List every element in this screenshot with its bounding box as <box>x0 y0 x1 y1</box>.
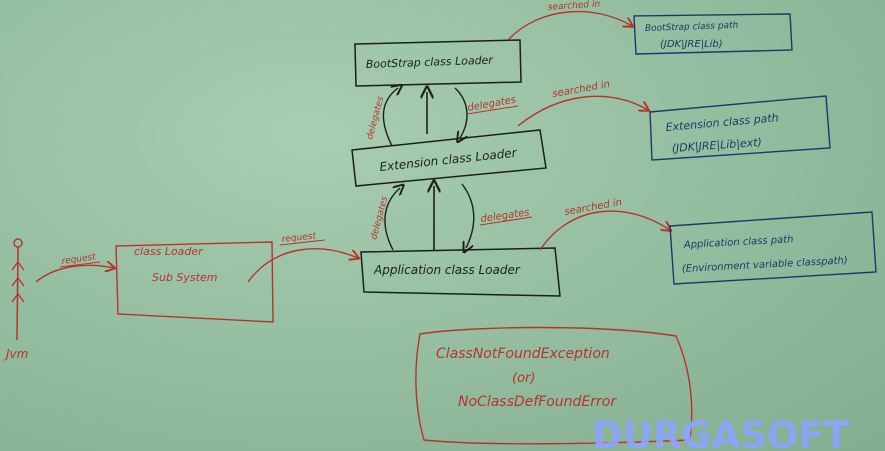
subsystem-label-line1: class Loader <box>134 245 204 258</box>
request-arrow-1 <box>35 265 114 283</box>
exception-line2: (or) <box>512 371 535 386</box>
application-classpath-line1: Application class path <box>683 234 794 251</box>
searched-in-arrow-2 <box>517 95 648 127</box>
delegate-curve-right-lower <box>461 183 475 248</box>
exception-line1: ClassNotFoundException <box>436 346 610 362</box>
subsystem-label-line2: Sub System <box>152 271 217 284</box>
bootstrap-classpath-line2: (JDK|JRE|Lib) <box>660 39 723 50</box>
underline <box>479 216 533 226</box>
durgasoft-watermark: DURGASOFT <box>592 414 850 451</box>
exception-line3: NoClassDefFoundError <box>458 394 617 410</box>
underline <box>59 261 101 268</box>
extension-loader-label: Extension class Loader <box>379 146 518 174</box>
extension-classpath-box: Extension class path (JDK|JRE|Lib|ext) <box>649 95 831 161</box>
searched-in-arrow-3 <box>539 210 670 251</box>
underline <box>466 105 519 115</box>
jvm-label: Jvm <box>4 347 28 361</box>
application-loader-label: Application class Loader <box>373 263 521 277</box>
underline <box>279 239 326 246</box>
delegates-label-4: delegates <box>480 207 530 225</box>
searched-in-arrow-1 <box>507 10 632 41</box>
exceptions-box: ClassNotFoundException (or) NoClassDefFo… <box>415 326 693 445</box>
extension-classpath-line1: Extension class path <box>665 111 779 134</box>
extension-loader-box: Extension class Loader <box>351 129 547 187</box>
bootstrap-loader-box: BootStrap class Loader <box>354 39 522 87</box>
application-loader-box: Application class Loader <box>360 247 561 297</box>
class-loader-subsystem-box: class Loader Sub System <box>115 241 274 323</box>
request-arrow-2 <box>247 248 358 283</box>
searched-in-label-3: searched in <box>564 197 623 218</box>
bootstrap-classpath-box: BootStrap class path (JDK|JRE|Lib) <box>633 13 793 55</box>
extension-classpath-line2: (JDK|JRE|Lib|ext) <box>671 136 762 155</box>
application-classpath-box: Application class path (Environment vari… <box>669 211 877 285</box>
delegates-label-2: delegates <box>467 95 517 114</box>
delegate-curve-left-upper <box>382 88 398 147</box>
jvm-figure: Jvm <box>4 238 28 361</box>
bootstrap-loader-label: BootStrap class Loader <box>366 54 495 71</box>
application-classpath-line2: (Environment variable classpath) <box>682 255 848 275</box>
searched-in-label-1: searched in <box>548 0 601 13</box>
delegate-curve-right-upper <box>454 87 467 138</box>
bootstrap-classpath-line1: BootStrap class path <box>645 21 739 34</box>
delegate-curve-left-lower <box>384 188 400 251</box>
